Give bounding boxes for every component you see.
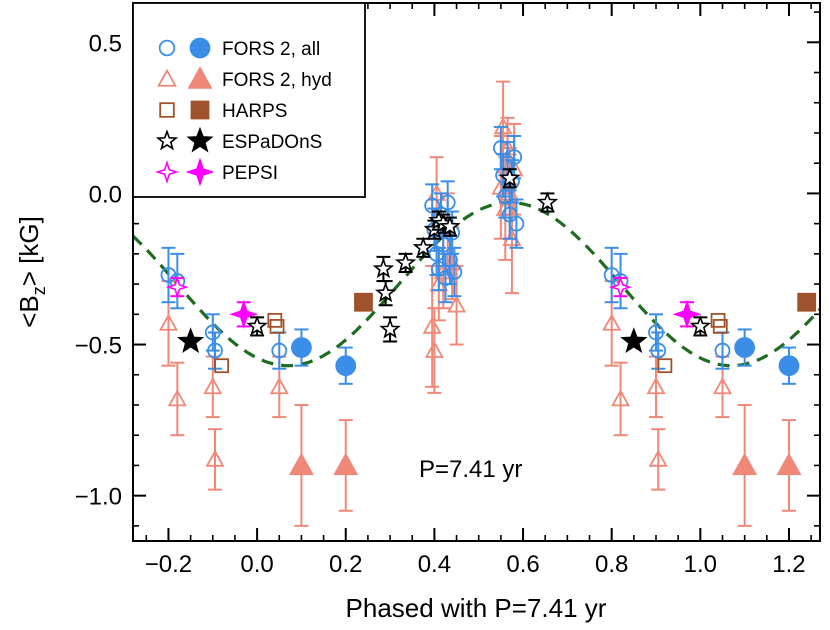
x-tick-label: 0.4 (418, 551, 451, 578)
series-espadons (177, 167, 712, 354)
data-point-open (158, 313, 178, 331)
legend-marker-filled (190, 100, 210, 120)
data-point-open (372, 257, 395, 279)
data-point-open (608, 275, 633, 299)
data-point-open (439, 194, 456, 211)
y-axis-label-subscript: z (29, 286, 49, 295)
period-annotation: P=7.41 yr (419, 456, 522, 483)
data-point-open (646, 377, 666, 395)
data-point-open (412, 236, 435, 257)
x-tick-label: 0.8 (595, 551, 628, 578)
data-point-open (657, 358, 673, 374)
data-point-filled (229, 299, 259, 329)
data-point-open (394, 251, 417, 273)
data-point-open (602, 313, 622, 331)
data-point-filled (291, 337, 312, 358)
data-point-filled (335, 355, 357, 377)
data-point-open (439, 215, 461, 236)
legend-label: HARPS (222, 101, 287, 122)
data-point-open (167, 389, 187, 407)
legend-label: FORS 2, hyd (222, 70, 332, 91)
data-point-open (689, 315, 712, 336)
legend-marker-filled (186, 126, 214, 153)
data-point-open (648, 449, 668, 467)
data-point-filled (734, 337, 756, 358)
data-point-open (650, 342, 667, 359)
data-point-open (499, 167, 521, 188)
data-point-open (271, 342, 288, 359)
legend-box (132, 2, 366, 198)
legend-marker-open (155, 129, 179, 151)
data-point-filled (797, 292, 817, 312)
data-point-filled (333, 452, 359, 476)
y-tick-label: 0.5 (89, 30, 122, 57)
legend-label: ESPaDOnS (222, 132, 322, 153)
data-point-open (205, 449, 225, 467)
y-axis-label-main: <B (14, 295, 44, 328)
data-point-open (506, 149, 523, 166)
x-tick-label: 1.2 (772, 551, 805, 578)
data-point-open (269, 377, 289, 395)
legend-marker-filled (187, 66, 213, 89)
data-point-filled (288, 452, 314, 476)
data-point-open (165, 275, 189, 299)
data-point-open (422, 316, 442, 334)
y-tick-label: −1.0 (75, 484, 122, 511)
series-harps (214, 292, 817, 374)
data-point-filled (620, 327, 648, 354)
legend-marker-open (158, 39, 176, 57)
y-tick-label: −0.5 (75, 333, 122, 360)
y-axis-label-tail: > [kG] (14, 216, 44, 286)
data-point-open (214, 358, 230, 374)
data-point-filled (776, 452, 802, 476)
data-point-open (712, 377, 733, 395)
x-tick-label: 1.0 (684, 551, 717, 578)
model-curve-line (131, 200, 822, 368)
data-point-open (446, 264, 463, 280)
data-point-open (246, 315, 268, 336)
data-point-open (269, 319, 285, 334)
data-point-open (207, 342, 223, 359)
series-pepsi (165, 275, 702, 329)
legend-label: FORS 2, all (222, 39, 320, 60)
legend-marker-filled (189, 37, 211, 59)
x-tick-label: 0.0 (240, 551, 273, 578)
data-point-filled (354, 292, 373, 312)
plot-frame (132, 2, 821, 542)
x-tick-label: 0.2 (329, 551, 362, 578)
data-point-filled (778, 355, 800, 377)
legend-marker-open (159, 102, 175, 118)
model-curve-layer (131, 200, 822, 368)
series-fors_hyd (158, 80, 802, 527)
y-tick-label: 0.0 (89, 181, 122, 208)
data-point-open (712, 319, 728, 334)
data-point-open (508, 215, 525, 232)
data-point-filled (732, 452, 758, 476)
x-axis-label: Phased with P=7.41 yr (346, 593, 607, 623)
legend-marker-open (155, 160, 179, 184)
legend-marker-open (157, 68, 177, 87)
data-point-open (536, 191, 559, 212)
data-point-filled (177, 327, 205, 354)
data-layer (158, 80, 817, 527)
x-tick-label: 0.6 (506, 551, 539, 578)
data-point-open (424, 340, 444, 358)
data-point-open (379, 318, 401, 339)
legend-label: PEPSI (222, 163, 278, 184)
data-point-open (447, 295, 467, 313)
data-point-open (374, 281, 397, 303)
data-point-open (203, 377, 223, 395)
legend-marker-filled (185, 157, 215, 187)
y-axis-label: <Bz> [kG] (14, 216, 49, 328)
data-point-filled (672, 299, 702, 329)
x-tick-label: −0.2 (145, 551, 192, 578)
data-point-open (714, 342, 731, 359)
data-point-open (611, 389, 631, 407)
